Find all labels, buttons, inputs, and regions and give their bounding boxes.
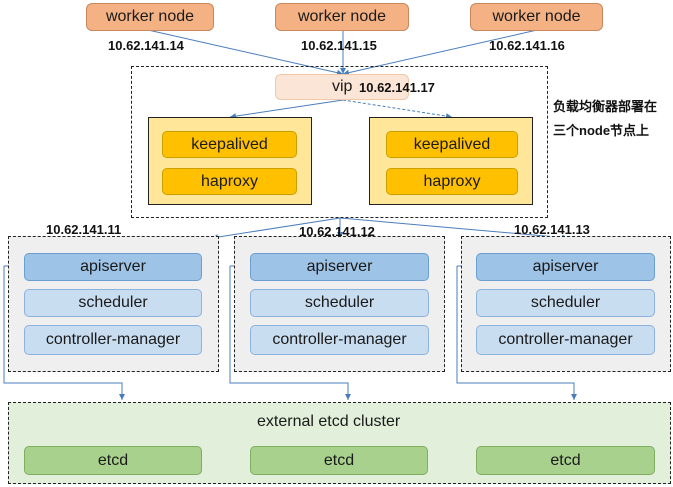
haproxy-label: haproxy xyxy=(201,172,258,190)
scheduler-label: scheduler xyxy=(304,294,375,311)
apiserver-3[interactable]: apiserver xyxy=(476,253,655,281)
load-balancer-region xyxy=(131,66,548,218)
haproxy-1[interactable]: haproxy xyxy=(162,168,297,195)
etcd-label: etcd xyxy=(97,451,129,469)
worker-node-label: worker node xyxy=(297,8,387,25)
lb-note-line-1: 负载均衡器部署在 xyxy=(553,99,658,114)
worker-ip-1: 10.62.141.14 xyxy=(108,38,184,53)
keepalived-1[interactable]: keepalived xyxy=(162,131,297,158)
master-ip-3: 10.62.141.13 xyxy=(514,222,590,237)
apiserver-label: apiserver xyxy=(306,258,373,275)
worker-node-2[interactable]: worker node xyxy=(275,3,409,31)
keepalived-label: keepalived xyxy=(413,135,491,153)
master3-to-etcd-line xyxy=(456,266,577,400)
haproxy-2[interactable]: haproxy xyxy=(386,168,518,195)
vip-label: vip xyxy=(332,78,353,95)
etcd-cluster-title: external etcd cluster xyxy=(257,413,401,430)
scheduler-2[interactable]: scheduler xyxy=(250,289,429,317)
vip-to-lb2-line xyxy=(342,99,453,120)
scheduler-label: scheduler xyxy=(78,294,148,311)
etcd-label: etcd xyxy=(323,451,355,469)
master-ip-2: 10.62.141.12 xyxy=(299,224,375,239)
etcd-3[interactable]: etcd xyxy=(476,446,655,475)
worker-ip-3: 10.62.141.16 xyxy=(489,38,565,53)
apiserver-label: apiserver xyxy=(532,258,599,275)
master1-to-etcd-line xyxy=(3,266,125,400)
vip-to-lb1-line xyxy=(229,99,344,120)
lb-note-line-2: 三个node节点上 xyxy=(553,123,650,138)
apiserver-2[interactable]: apiserver xyxy=(250,253,429,281)
controller-manager-label: controller-manager xyxy=(498,331,633,348)
controller-manager-1[interactable]: controller-manager xyxy=(24,325,202,355)
controller-manager-label: controller-manager xyxy=(45,331,181,348)
scheduler-3[interactable]: scheduler xyxy=(476,289,655,317)
vip-box[interactable]: vip xyxy=(275,74,409,100)
controller-manager-label: controller-manager xyxy=(272,331,407,348)
master-ip-1: 10.62.141.11 xyxy=(46,222,122,237)
lb-to-api1-line xyxy=(211,217,341,241)
etcd-1[interactable]: etcd xyxy=(24,446,202,475)
haproxy-label: haproxy xyxy=(423,172,481,190)
vip-ip: 10.62.141.17 xyxy=(359,80,435,95)
scheduler-label: scheduler xyxy=(530,294,601,311)
worker-ip-2: 10.62.141.15 xyxy=(301,38,377,53)
apiserver-1[interactable]: apiserver xyxy=(24,253,202,281)
worker-node-label: worker node xyxy=(105,8,195,25)
keepalived-label: keepalived xyxy=(191,135,268,153)
controller-manager-3[interactable]: controller-manager xyxy=(476,325,655,355)
controller-manager-2[interactable]: controller-manager xyxy=(250,325,429,355)
worker-node-3[interactable]: worker node xyxy=(470,3,603,31)
etcd-2[interactable]: etcd xyxy=(250,446,428,475)
apiserver-label: apiserver xyxy=(80,258,146,275)
worker-node-1[interactable]: worker node xyxy=(86,3,214,31)
worker-node-label: worker node xyxy=(492,8,581,25)
lb-to-api3-line xyxy=(339,217,569,241)
etcd-label: etcd xyxy=(550,451,581,469)
scheduler-1[interactable]: scheduler xyxy=(24,289,202,317)
master2-to-etcd-line xyxy=(229,266,351,400)
keepalived-2[interactable]: keepalived xyxy=(386,131,518,158)
